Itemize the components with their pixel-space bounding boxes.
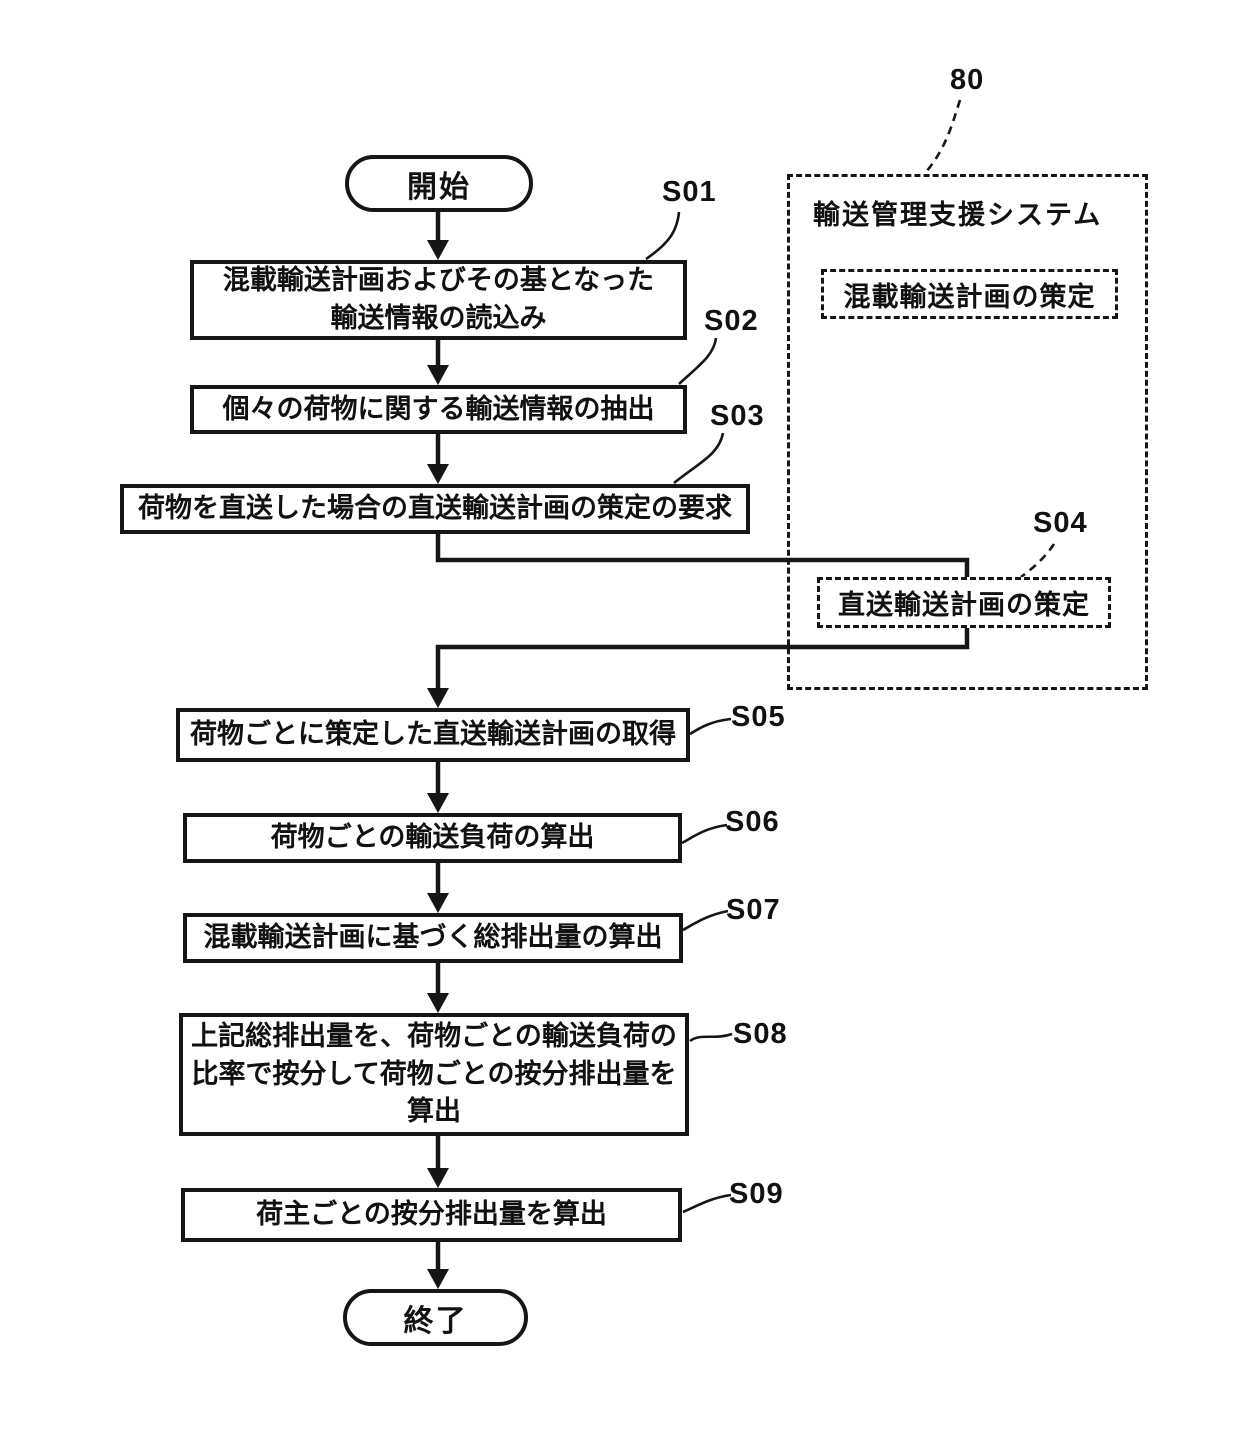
start-terminal: 開始 <box>345 155 533 212</box>
step-text: 個々の荷物に関する輸送情報の抽出 <box>222 393 655 425</box>
step-text: 荷物ごとに策定した直送輸送計画の取得 <box>190 719 676 751</box>
step-text: 混載輸送計画に基づく総排出量の算出 <box>203 922 663 954</box>
direct-transport-plan-box: 直送輸送計画の策定 <box>817 577 1111 628</box>
step-label-s03: S03 <box>710 400 765 432</box>
step-label-s05: S05 <box>731 701 786 733</box>
step-label-s04: S04 <box>1033 507 1088 539</box>
arrowheads <box>427 240 449 1289</box>
dashed-leaders <box>925 99 1056 579</box>
step-text: 混載輸送計画およびその基となった <box>222 265 655 297</box>
step-label-s07: S07 <box>726 894 781 926</box>
step-text: 輸送情報の読込み <box>330 303 547 334</box>
step-label-s01: S01 <box>662 176 717 208</box>
step-label-s06: S06 <box>725 806 780 838</box>
reference-number-80: 80 <box>950 64 985 96</box>
step-box-s09: 荷主ごとの按分排出量を算出 <box>181 1188 682 1242</box>
mixed-transport-plan-box: 混載輸送計画の策定 <box>821 269 1118 319</box>
step-box-s02: 個々の荷物に関する輸送情報の抽出 <box>190 385 687 434</box>
step-label-s09: S09 <box>729 1178 784 1210</box>
step-box-s03: 荷物を直送した場合の直送輸送計画の策定の要求 <box>120 484 750 534</box>
step-label-leaders <box>645 211 733 1214</box>
step-box-s05: 荷物ごとに策定した直送輸送計画の取得 <box>176 708 690 762</box>
step-box-s01: 混載輸送計画およびその基となった 輸送情報の読込み <box>190 260 687 340</box>
step-label-s08: S08 <box>733 1018 788 1050</box>
step-box-s06: 荷物ごとの輸送負荷の算出 <box>183 813 682 863</box>
step-text: 荷物ごとの輸送負荷の算出 <box>270 822 595 854</box>
step-label-s02: S02 <box>704 305 759 337</box>
transport-management-system-panel <box>787 174 1148 690</box>
step-text: 荷主ごとの按分排出量を算出 <box>256 1199 607 1231</box>
step-box-s08: 上記総排出量を、荷物ごとの輸送負荷の 比率で按分して荷物ごとの按分排出量を 算出 <box>179 1013 689 1136</box>
step-text: 比率で按分して荷物ごとの按分排出量を <box>191 1058 677 1090</box>
step-text: 上記総排出量を、荷物ごとの輸送負荷の <box>191 1020 677 1052</box>
step-text: 荷物を直送した場合の直送輸送計画の策定の要求 <box>138 493 732 525</box>
step-box-s07: 混載輸送計画に基づく総排出量の算出 <box>183 913 683 963</box>
end-terminal: 終了 <box>343 1289 528 1346</box>
step-text: 算出 <box>407 1096 461 1128</box>
connector-s03-to-s04 <box>435 534 970 577</box>
connector-s04-to-s05 <box>435 627 970 690</box>
system-panel-title: 輸送管理支援システム <box>813 200 1103 231</box>
